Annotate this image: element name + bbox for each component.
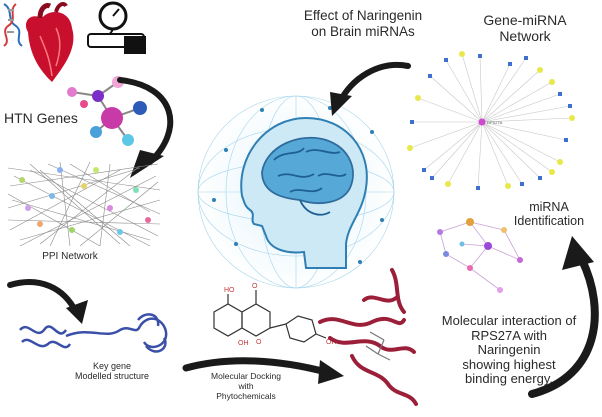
- arrow-icon: [7, 279, 79, 315]
- interaction-label-line-3: Naringenin: [477, 342, 541, 358]
- protein-structure-blue: [19, 313, 168, 353]
- mirna-label-line-1: miRNA: [529, 200, 569, 214]
- ppi-network-label: PPI Network: [42, 251, 98, 262]
- mirna-label-line-2: Identification: [513, 214, 585, 229]
- gene-mirna-network-label: Gene-miRNA Network: [468, 12, 582, 44]
- gene-mirna-label-line-1: Gene-miRNA: [483, 12, 567, 28]
- bp-monitor-icon: [87, 1, 146, 54]
- interaction-label-line-2: RPS27A with: [471, 327, 547, 343]
- naringenin-structure-icon: [213, 290, 327, 343]
- arrow-head-icon: [66, 300, 88, 324]
- svg-text:O: O: [256, 339, 262, 346]
- interaction-label-line-1: Molecular interaction of: [441, 313, 577, 328]
- svg-text:OH: OH: [326, 339, 337, 346]
- docking-label-line-1: Molecular Docking: [211, 371, 281, 381]
- main-title: Effect of Naringenin on Brain miRNAs: [296, 8, 430, 39]
- brain-network-image: [197, 94, 395, 290]
- docking-label: Molecular Docking with Phytochemicals: [188, 371, 304, 401]
- htn-genes-label: HTN Genes: [4, 110, 78, 126]
- svg-text:O: O: [252, 283, 258, 290]
- interaction-label-line-4: showing highest: [462, 356, 556, 372]
- mirna-cluster-graphic: [439, 221, 521, 291]
- key-gene-label-line-2: Modelled structure: [74, 371, 150, 382]
- arrow-head-icon: [318, 360, 344, 384]
- mirna-identification-label: miRNA Identification: [500, 200, 598, 229]
- svg-text:HO: HO: [224, 287, 235, 294]
- svg-text:OH: OH: [238, 340, 249, 347]
- gene-mirna-label-line-2: Network: [499, 28, 551, 45]
- key-gene-label: Key gene Modelled structure: [56, 361, 168, 382]
- arrow-icon: [117, 77, 174, 165]
- main-title-line-1: Effect of Naringenin: [303, 8, 423, 23]
- mirna-nodes: [437, 218, 523, 293]
- arrow-head-icon: [330, 92, 352, 116]
- arrow-icon: [528, 256, 599, 398]
- ppi-network-graphic: [7, 161, 161, 247]
- network-center-label: RPS27A: [487, 120, 503, 125]
- molecular-interaction-label: Molecular interaction of RPS27A with Nar…: [418, 313, 600, 387]
- heart-icon: [25, 2, 74, 83]
- chem-atom-labels: HO O OH O OH: [224, 283, 337, 347]
- arrow-head-icon: [130, 150, 164, 178]
- dna-icon: [3, 3, 23, 47]
- molecule-icon: [67, 76, 147, 146]
- key-gene-label-line-1: Key gene: [92, 361, 132, 371]
- docking-label-line-3: Phytochemicals: [216, 390, 276, 401]
- ppi-nodes: [19, 167, 151, 235]
- ligand-sticks: [365, 331, 391, 361]
- docking-label-line-2: with: [238, 380, 254, 391]
- arrow-icon: [182, 357, 330, 376]
- arrow-head-icon: [562, 236, 594, 270]
- interaction-label-line-5: binding energy.: [465, 371, 553, 387]
- protein-structure-red: [318, 268, 418, 406]
- gene-mirna-network-graphic: RPS27A: [407, 51, 575, 190]
- main-title-line-2: on Brain miRNAs: [311, 23, 415, 39]
